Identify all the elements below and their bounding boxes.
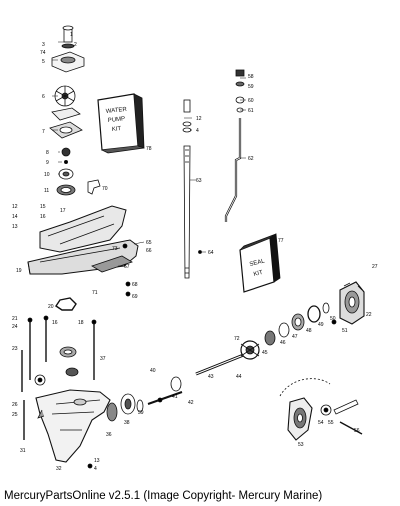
- callout-31: 31: [20, 448, 26, 454]
- callout-50: 50: [330, 316, 336, 322]
- seal-kit-box: SEAL KIT 77: [239, 233, 284, 293]
- leader-lines: [52, 41, 246, 267]
- callout-71: 71: [92, 290, 98, 296]
- water-pump-assembly: [49, 25, 101, 196]
- callout-9: 9: [46, 160, 49, 166]
- callout-54: 54: [318, 420, 324, 426]
- callout-15: 15: [40, 204, 46, 210]
- callout-60: 60: [248, 98, 254, 104]
- callout-38: 38: [124, 420, 130, 426]
- bearing-part: [61, 147, 71, 157]
- seal-kit-ref: 77: [278, 238, 284, 244]
- callout-22: 22: [366, 312, 372, 318]
- callout-56: 56: [354, 428, 360, 434]
- callout-45: 45: [262, 350, 268, 356]
- callout-3: 3: [42, 42, 45, 48]
- seal-kit-line1: SEAL: [249, 258, 266, 268]
- callout-53: 53: [298, 442, 304, 448]
- callout-63: 63: [196, 178, 202, 184]
- water-pump-kit-line3: KIT: [112, 126, 122, 133]
- callout-62: 62: [248, 156, 254, 162]
- gearcase: [35, 346, 111, 469]
- callout-72: 72: [234, 336, 240, 342]
- callout-43: 43: [208, 374, 214, 380]
- callout-37: 37: [100, 356, 106, 362]
- seal-kit-line2: KIT: [253, 270, 264, 278]
- callout-42: 42: [188, 400, 194, 406]
- callout-13: 13: [12, 224, 18, 230]
- bracket-part: [87, 179, 101, 195]
- o-ring-part: [55, 297, 77, 311]
- face-plate-part: [51, 107, 81, 121]
- callout-19: 19: [16, 268, 22, 274]
- callout-2: 2: [74, 42, 77, 48]
- callout-74: 74: [40, 50, 46, 56]
- shift-rod: [224, 69, 245, 222]
- callout-32: 32: [56, 466, 62, 472]
- callout-64: 64: [208, 250, 214, 256]
- callout-12: 12: [12, 204, 18, 210]
- callout-13b: 13: [94, 458, 100, 464]
- callout-12b: 12: [196, 116, 202, 122]
- parts-exploded-diagram: WATER PUMP KIT 78 SEAL KIT 77: [12, 25, 378, 472]
- callout-47: 47: [292, 334, 298, 340]
- callout-24: 24: [12, 324, 18, 330]
- callout-10: 10: [44, 172, 50, 178]
- callout-36: 36: [106, 432, 112, 438]
- callout-16: 16: [40, 214, 46, 220]
- callout-6: 6: [42, 94, 45, 100]
- callout-21: 21: [12, 316, 18, 322]
- callout-18: 18: [78, 320, 84, 326]
- callout-49: 49: [318, 322, 324, 328]
- upper-housing: [27, 205, 139, 311]
- callout-20: 20: [48, 304, 54, 310]
- washer-part: [61, 43, 75, 49]
- callout-11: 11: [44, 188, 49, 194]
- callout-16b: 16: [52, 320, 58, 326]
- callout-44: 44: [236, 374, 242, 380]
- callout-17: 17: [60, 208, 66, 214]
- stud-bolts: [21, 315, 97, 440]
- callout-41: 41: [172, 394, 178, 400]
- callout-59: 59: [248, 84, 254, 90]
- callout-66: 66: [146, 248, 152, 254]
- callout-39: 39: [138, 410, 144, 416]
- callout-51: 51: [342, 328, 348, 334]
- callout-58: 58: [248, 74, 254, 80]
- water-pump-kit-line2: PUMP: [108, 116, 126, 124]
- plate-part: [91, 255, 133, 273]
- image-caption: MercuryPartsOnline v2.5.1 (Image Copyrig…: [4, 490, 323, 502]
- water-pump-kit-ref: 78: [146, 146, 152, 152]
- drive-shaft: [182, 99, 202, 279]
- callout-4b: 4: [196, 128, 199, 134]
- callout-27: 27: [372, 264, 378, 270]
- callout-7: 7: [42, 129, 45, 135]
- callout-40: 40: [150, 368, 156, 374]
- water-pump-kit-line1: WATER: [106, 107, 128, 115]
- callout-69: 69: [132, 294, 138, 300]
- callout-26: 26: [12, 402, 18, 408]
- callout-25: 25: [12, 412, 18, 418]
- callout-8: 8: [46, 150, 49, 156]
- bearing-carrier: [331, 281, 365, 325]
- callout-68: 68: [132, 282, 138, 288]
- callout-46: 46: [280, 340, 286, 346]
- callout-48: 48: [306, 328, 312, 334]
- callout-1: 1: [70, 32, 73, 38]
- callout-labels: 1 3 2 5 6 7 8 9 10 11 70 12 14 13 15 16 …: [12, 32, 378, 472]
- callout-73: 73: [112, 246, 118, 252]
- callout-5: 5: [42, 59, 45, 65]
- propeller-area: [279, 378, 363, 441]
- callout-23: 23: [12, 346, 18, 352]
- gear-train: [106, 302, 330, 422]
- water-pump-kit-box: WATER PUMP KIT 78: [97, 93, 152, 154]
- callout-4: 4: [94, 466, 97, 472]
- callout-70: 70: [102, 186, 108, 192]
- callout-55: 55: [328, 420, 334, 426]
- callout-14: 14: [12, 214, 18, 220]
- callout-67: 67: [124, 264, 130, 270]
- callout-61: 61: [248, 108, 254, 114]
- callout-65: 65: [146, 240, 152, 246]
